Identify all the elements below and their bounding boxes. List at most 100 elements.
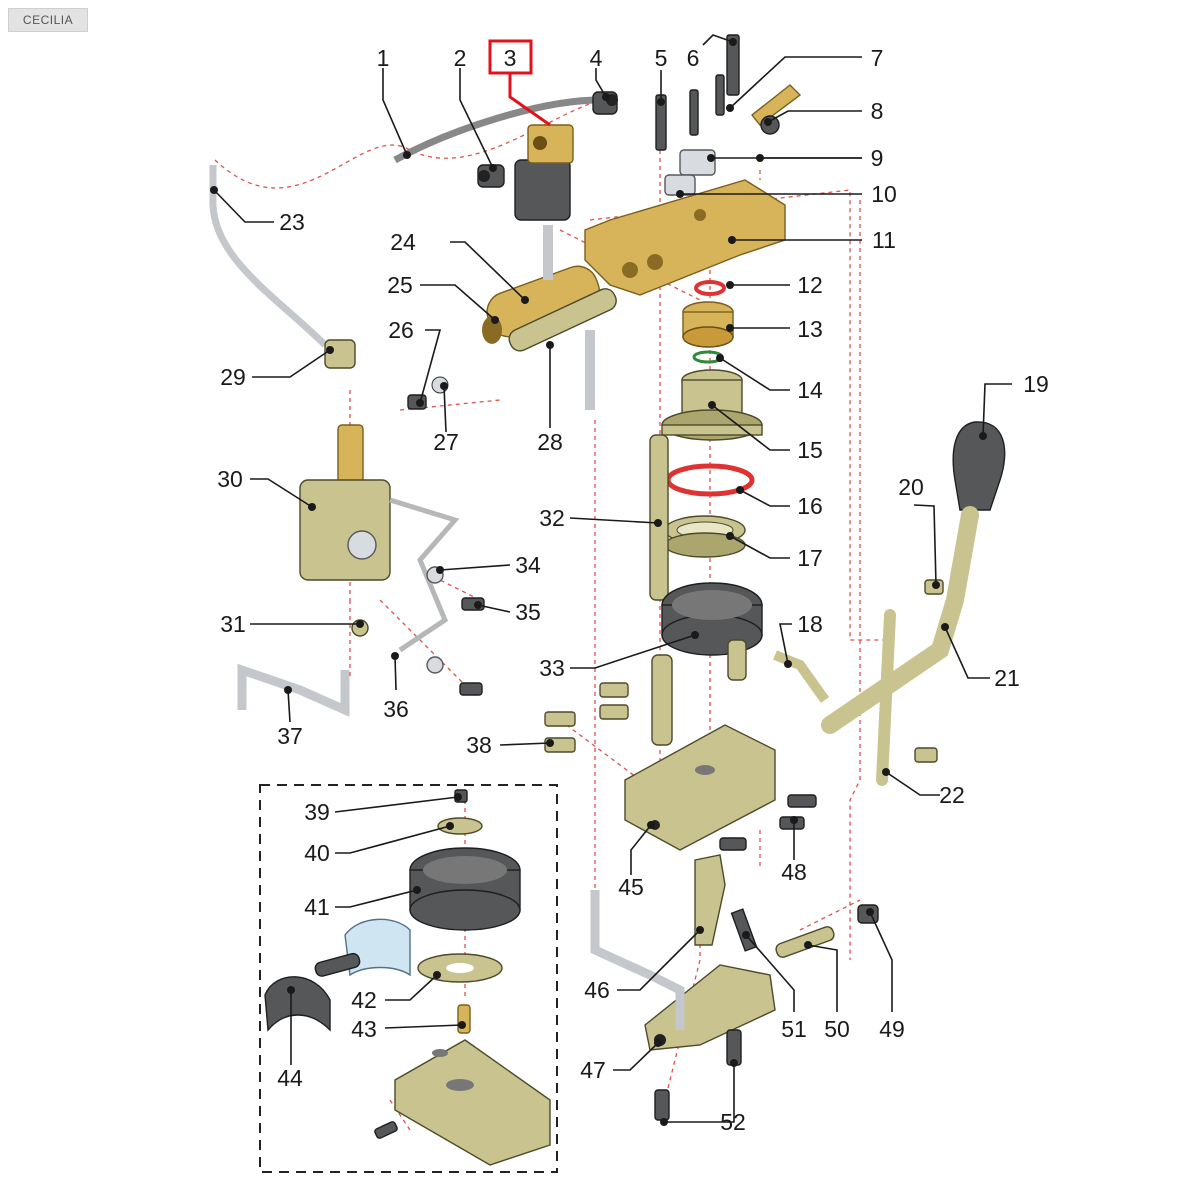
- part-label-6: 6: [687, 45, 700, 71]
- part-40-disk: [437, 817, 483, 835]
- part-48-screw: [787, 794, 817, 808]
- part-3-solenoid-valve: [514, 124, 574, 221]
- part-34b-washer: [426, 656, 444, 674]
- part-label-19: 19: [1023, 371, 1049, 397]
- part-48c-screw: [719, 837, 747, 851]
- part-label-22: 22: [939, 782, 965, 808]
- part-29-fitting: [324, 339, 356, 369]
- part-32-rod: [649, 434, 669, 601]
- part-33-basket-holder: [661, 582, 763, 681]
- part-4-fitting: [592, 91, 618, 115]
- brand-label: CECILIA: [8, 8, 88, 32]
- part-36-bracket: [389, 497, 460, 653]
- part-45-block: [624, 724, 776, 851]
- part-28-tube: [508, 288, 617, 352]
- part-13-piston: [682, 301, 734, 348]
- part-15-sleeve: [661, 369, 763, 441]
- part-label-17: 17: [797, 545, 823, 571]
- part-label-15: 15: [797, 437, 823, 463]
- part-label-48: 48: [781, 859, 807, 885]
- part-number-labels: 1 2 3 4 5 6 7 8 9 10 11 12 13 14 15 16 1…: [217, 45, 1049, 1135]
- leader-lines: [210, 34, 1012, 1126]
- part-label-35: 35: [515, 599, 541, 625]
- highlight-part-3: [488, 39, 551, 127]
- part-label-38: 38: [466, 732, 492, 758]
- part-label-50: 50: [824, 1016, 850, 1042]
- part-label-40: 40: [304, 840, 330, 866]
- part-12-o-ring: [694, 280, 726, 296]
- part-21-lever: [821, 506, 979, 734]
- part-label-39: 39: [304, 799, 330, 825]
- part-lower-block: [394, 1039, 551, 1166]
- part-label-26: 26: [388, 317, 414, 343]
- part-22-link: [876, 609, 896, 786]
- part-label-24: 24: [390, 229, 416, 255]
- part-label-18: 18: [797, 611, 823, 637]
- part-9-switch: [679, 149, 716, 176]
- part-43-pin: [457, 1004, 471, 1034]
- part-label-8: 8: [871, 98, 884, 124]
- part-6-screw: [726, 34, 740, 96]
- part-50-pin: [775, 926, 835, 958]
- part-label-2: 2: [454, 45, 467, 71]
- part-label-1: 1: [377, 45, 390, 71]
- part-label-32: 32: [539, 505, 565, 531]
- part-label-44: 44: [277, 1065, 303, 1091]
- part-label-30: 30: [217, 466, 243, 492]
- part-label-16: 16: [797, 493, 823, 519]
- part-label-28: 28: [537, 429, 563, 455]
- alt-assembly-box: [259, 784, 558, 1173]
- part-label-5: 5: [655, 45, 668, 71]
- part-label-37: 37: [277, 723, 303, 749]
- part-lower-rod: [651, 654, 673, 746]
- part-41-holder: [409, 847, 521, 931]
- part-44-stem: [314, 952, 361, 977]
- part-label-43: 43: [351, 1016, 377, 1042]
- part-label-29: 29: [220, 364, 246, 390]
- part-label-20: 20: [898, 474, 924, 500]
- part-label-34: 34: [515, 552, 541, 578]
- part-label-49: 49: [879, 1016, 905, 1042]
- part-label-51: 51: [781, 1016, 807, 1042]
- part-8-thermostat: [751, 84, 802, 135]
- part-42-washer: [417, 953, 503, 983]
- part-label-47: 47: [580, 1057, 606, 1083]
- part-19-knob: [952, 421, 1006, 511]
- part-label-25: 25: [387, 272, 413, 298]
- part-35b-screw: [459, 682, 483, 696]
- part-52-screw: [654, 1089, 670, 1121]
- part-label-13: 13: [797, 316, 823, 342]
- part-22b-screw: [914, 747, 938, 763]
- part-5b-screw: [689, 89, 699, 136]
- part-label-45: 45: [618, 874, 644, 900]
- part-label-10: 10: [871, 181, 897, 207]
- part-label-46: 46: [584, 977, 610, 1003]
- part-44-handle: [264, 976, 331, 1032]
- part-label-7: 7: [871, 45, 884, 71]
- part-label-52: 52: [720, 1109, 746, 1135]
- part-23-tube: [209, 165, 328, 348]
- part-label-36: 36: [383, 696, 409, 722]
- part-7-screw: [715, 74, 725, 116]
- part-label-42: 42: [351, 987, 377, 1013]
- part-38c-screw: [599, 682, 629, 698]
- part-1-tube: [393, 96, 601, 164]
- part-label-21: 21: [994, 665, 1020, 691]
- part-label-27: 27: [433, 429, 459, 455]
- part-30-pump: [299, 424, 391, 581]
- part-label-3: 3: [504, 45, 517, 71]
- part-11-group-body: [584, 179, 786, 296]
- part-drain-pipe: [590, 890, 685, 1030]
- part-label-41: 41: [304, 894, 330, 920]
- part-17-shower-screen: [664, 515, 746, 558]
- part-38-screw: [544, 711, 576, 727]
- part-label-33: 33: [539, 655, 565, 681]
- part-2-fitting: [477, 164, 505, 188]
- part-38d-screw: [599, 704, 629, 720]
- part-37-pipe: [237, 663, 350, 717]
- part-18-pin: [773, 650, 830, 703]
- part-label-14: 14: [797, 377, 823, 403]
- part-51-spring: [730, 908, 758, 952]
- part-label-9: 9: [871, 145, 884, 171]
